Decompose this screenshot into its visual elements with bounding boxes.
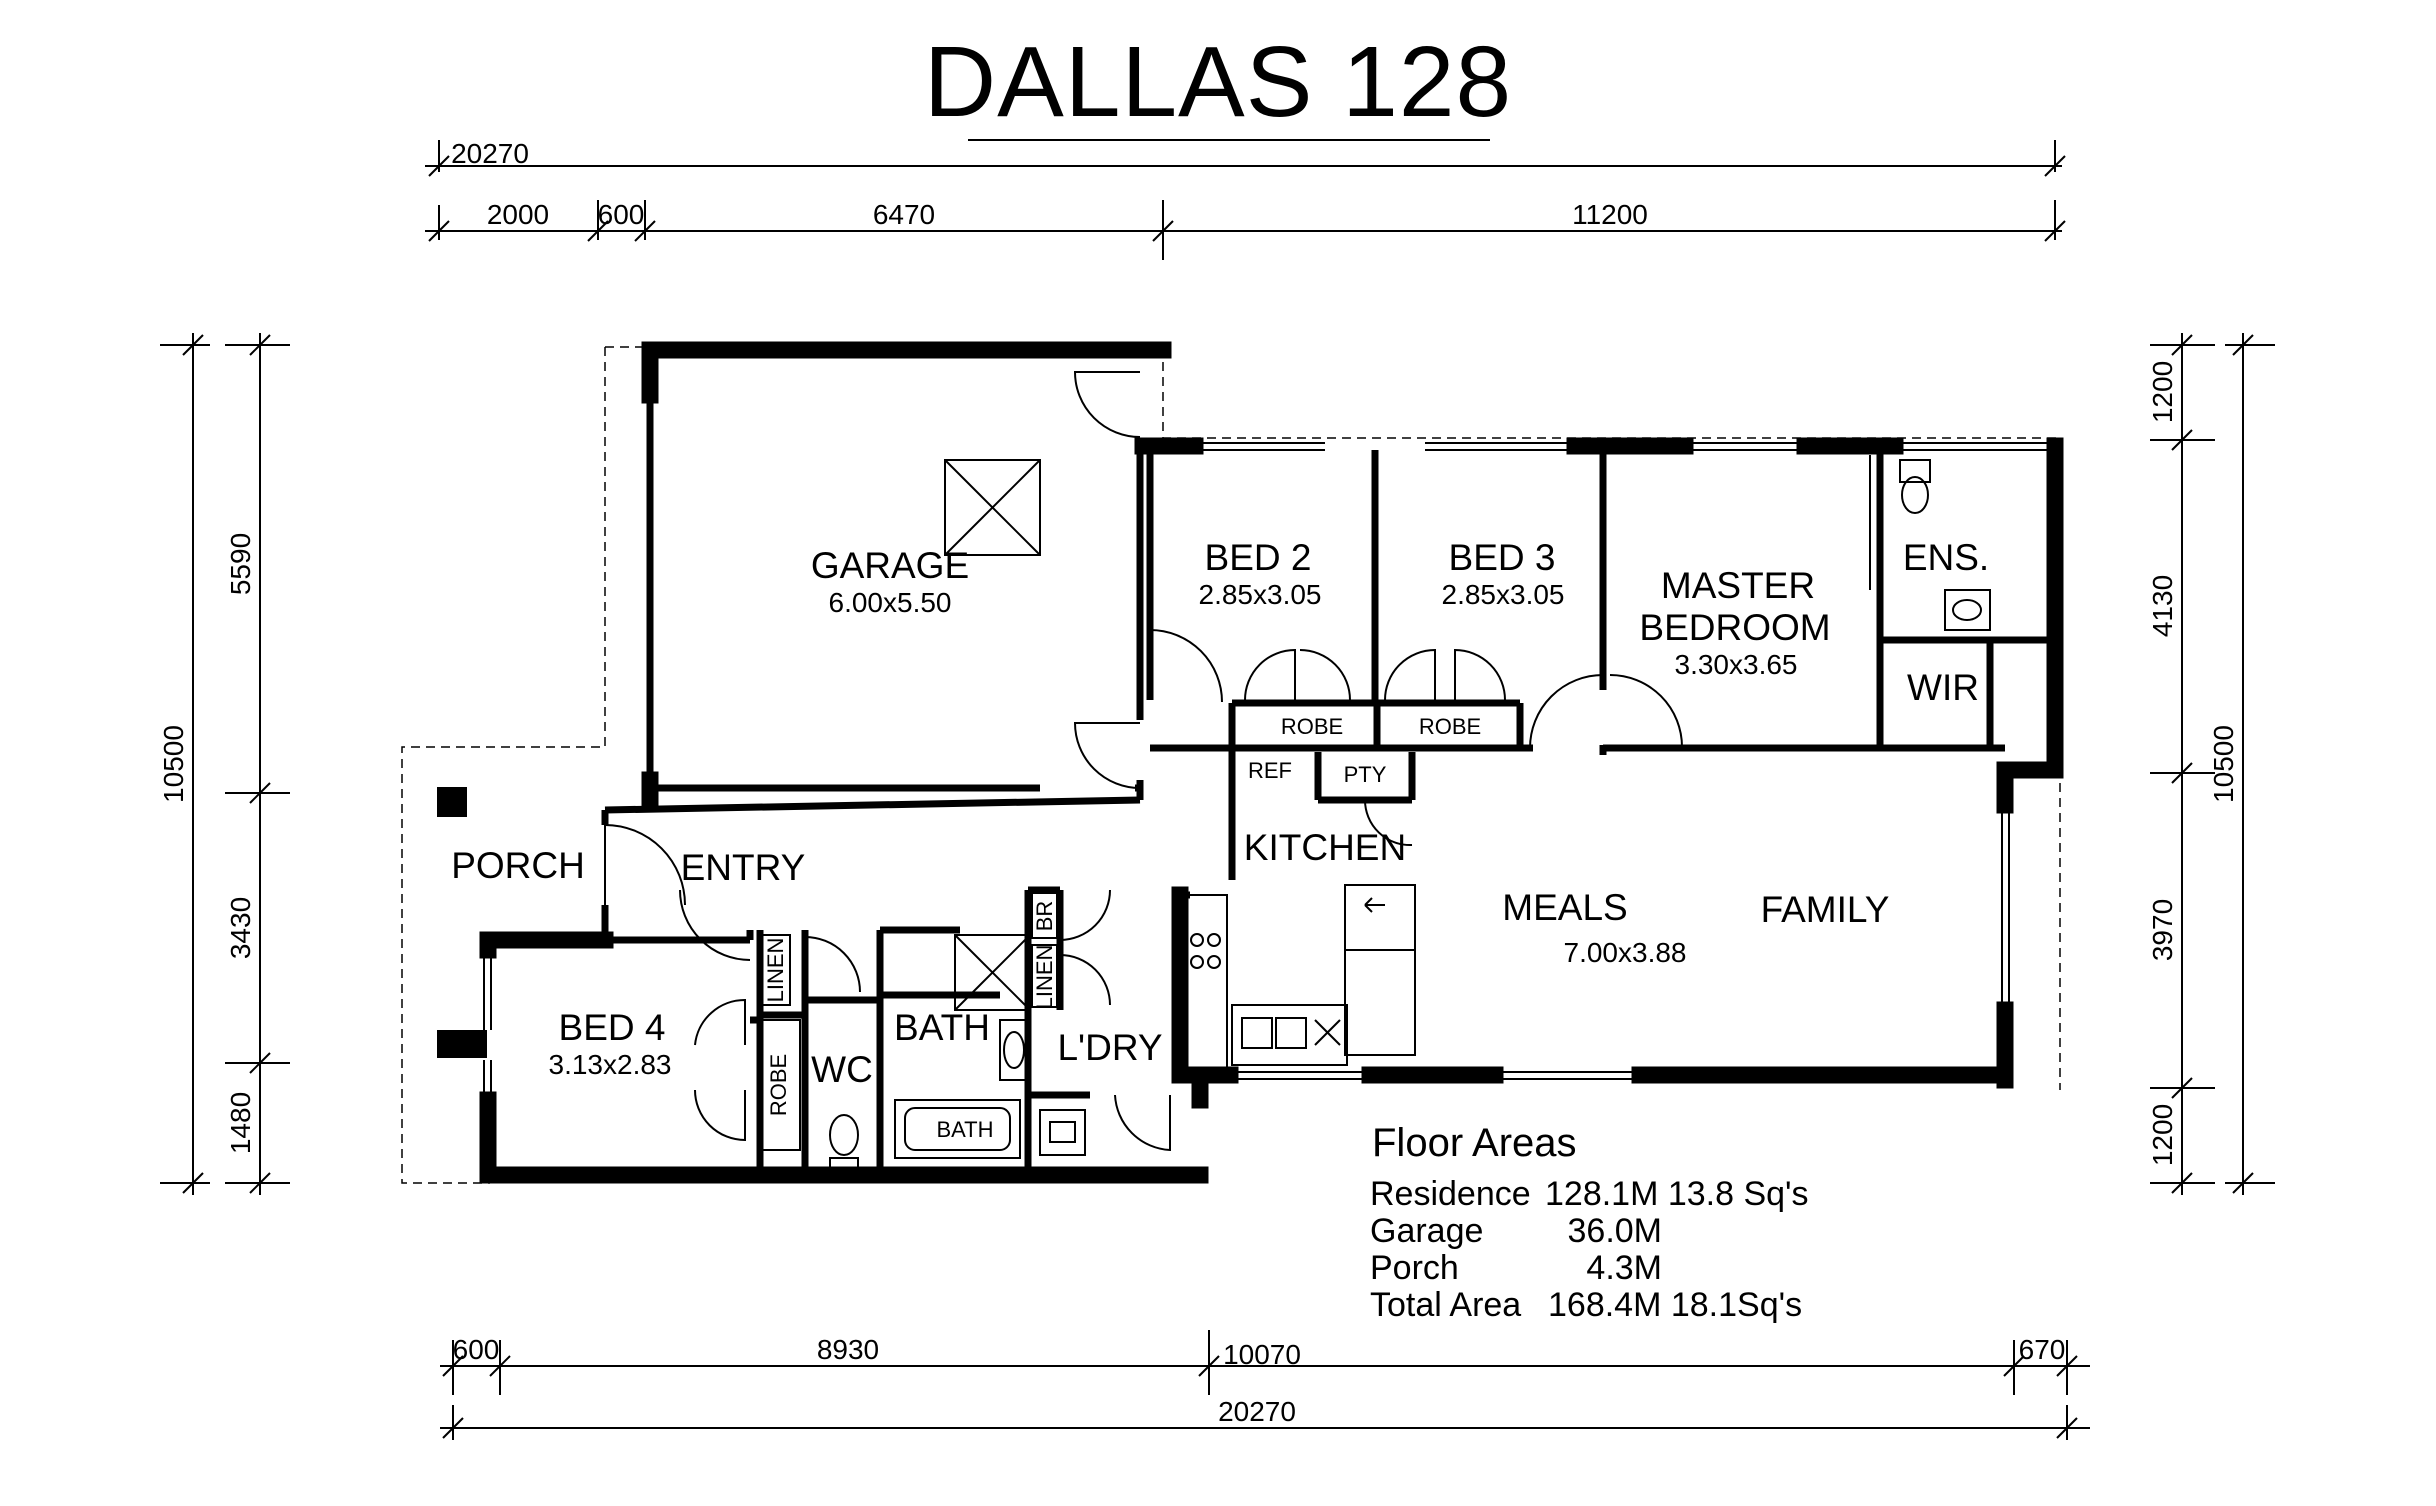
dim-left-seg-1: 5590 [225,533,256,595]
external-walls [479,341,2064,1184]
room-label-bath: BATH [894,1007,990,1048]
floor-area-value: 168.4M 18.1Sq's [1548,1286,1802,1324]
label-linen-hall: LINEN [763,938,788,1003]
dimension-lines [160,140,2275,1440]
dim-top-seg-4: 11200 [1572,199,1648,230]
room-label-wir: WIR [1907,667,1979,708]
dim-left-seg-2: 3430 [225,897,256,959]
room-label-porch: PORCH [451,845,585,886]
room-label-ensuite: ENS. [1903,537,1989,578]
door-swings [604,371,1683,1152]
floor-area-value: 128.1M 13.8 Sq's [1545,1175,1809,1213]
dim-top-seg-3: 6470 [873,199,935,230]
dim-left-overall: 10500 [158,725,189,803]
dim-right-seg-1: 1200 [2147,361,2178,423]
dim-bottom-seg-2: 8930 [817,1334,879,1365]
room-size-bed2: 2.85x3.05 [1199,579,1322,610]
room-label-robe-bed3: ROBE [1419,714,1481,739]
floor-area-label: Total Area [1370,1286,1521,1324]
room-label-wc: WC [811,1049,873,1090]
room-label-laundry: L'DRY [1057,1027,1162,1068]
label-bathtub: BATH [936,1117,993,1142]
dim-right-seg-4: 1200 [2147,1104,2178,1166]
room-label-garage: GARAGE [811,545,969,586]
kitchen-benches [1181,884,1416,1071]
floor-areas-table: Floor Areas Residence 128.1M 13.8 Sq's G… [1370,1121,1809,1324]
dim-top-seg-1: 2000 [487,199,549,230]
room-label-bed4: BED 4 [559,1007,666,1048]
floor-area-label: Garage [1370,1212,1483,1250]
room-label-master-bedroom: BEDROOM [1639,607,1830,648]
label-robe-bed4: ROBE [766,1054,791,1116]
dim-bottom-overall: 20270 [1218,1396,1296,1427]
windows [483,442,2050,1100]
plan-title: DALLAS 128 [923,26,1513,138]
room-label-bed2: BED 2 [1205,537,1312,578]
room-label-bed3: BED 3 [1449,537,1556,578]
room-label-entry: ENTRY [681,847,806,888]
dim-right-seg-2: 4130 [2147,575,2178,637]
room-size-living: 7.00x3.88 [1564,937,1687,968]
room-size-master: 3.30x3.65 [1675,649,1798,680]
dim-right-seg-3: 3970 [2147,899,2178,961]
cupboards [759,892,1058,1151]
dim-bottom-seg-3: 10070 [1223,1339,1301,1370]
floor-areas-heading: Floor Areas [1372,1121,1577,1165]
porch-column [437,787,467,817]
label-broom: BR [1032,901,1057,932]
dim-bottom-seg-1: 600 [453,1334,500,1365]
room-label-master: MASTER [1661,565,1815,606]
floor-area-label: Residence [1370,1175,1531,1213]
floor-area-value: 36.0M [1568,1212,1663,1250]
room-size-bed3: 2.85x3.05 [1442,579,1565,610]
dim-left-seg-3: 1480 [225,1092,256,1154]
label-fridge: REF [1248,758,1292,783]
floor-area-label: Porch [1370,1249,1459,1287]
room-size-garage: 6.00x5.50 [829,587,952,618]
bathroom-fixtures [829,459,1991,1173]
room-label-kitchen: KITCHEN [1244,827,1406,868]
room-label-family: FAMILY [1761,889,1890,930]
porch-column [437,1030,487,1058]
room-label-meals: MEALS [1502,887,1627,928]
dim-top-overall: 20270 [451,138,529,169]
floor-area-value: 4.3M [1586,1249,1662,1287]
internal-walls [493,395,2055,1175]
label-linen-laundry: LINEN [1032,945,1057,1010]
room-size-bed4: 3.13x2.83 [549,1049,672,1080]
room-label-robe-bed2: ROBE [1281,714,1343,739]
dim-top-seg-2: 600 [598,199,645,230]
label-pantry: PTY [1344,762,1387,787]
dim-bottom-seg-4: 670 [2019,1334,2066,1365]
dim-right-overall: 10500 [2208,725,2239,803]
